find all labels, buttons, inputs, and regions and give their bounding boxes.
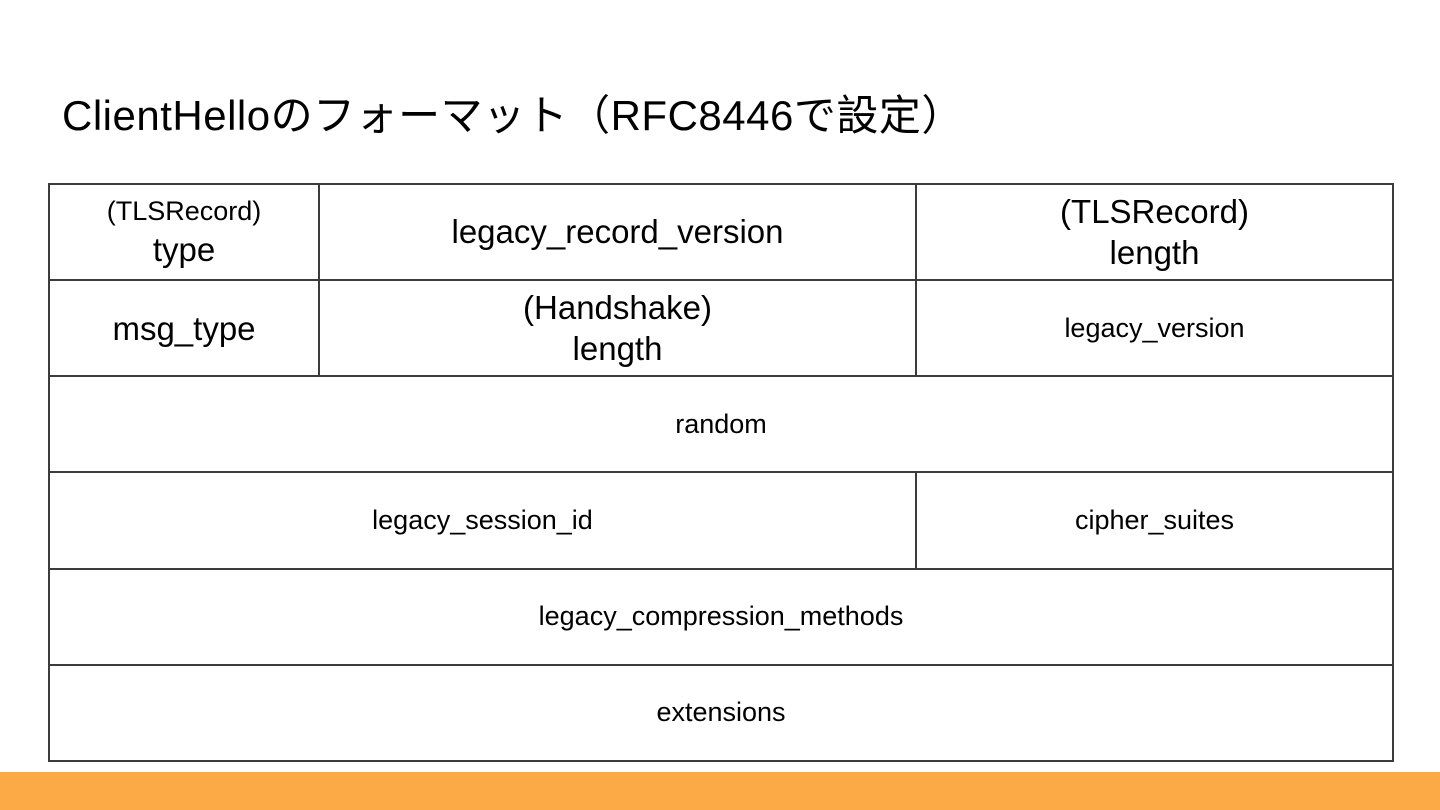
cell-extensions: extensions xyxy=(48,663,1394,763)
cell-legacy-session-id: legacy_session_id xyxy=(48,471,917,570)
cell-tlsrecord-length: (TLSRecord) length xyxy=(915,182,1394,282)
cell-legacy-version: legacy_version xyxy=(915,279,1394,378)
cell-tlsrecord-type: (TLSRecord) type xyxy=(48,182,320,282)
cell-line: length xyxy=(1109,234,1200,272)
table-row-3: random xyxy=(48,375,1394,474)
table-row-2: msg_type (Handshake) length legacy_versi… xyxy=(48,279,1394,378)
cell-line: length xyxy=(572,330,663,368)
cell-handshake-length: (Handshake) length xyxy=(318,279,917,378)
cell-line: (TLSRecord) xyxy=(106,195,262,226)
table-row-1: (TLSRecord) type legacy_record_version (… xyxy=(48,182,1394,282)
cell-random: random xyxy=(48,375,1394,474)
slide-title: ClientHelloのフォーマット（RFC8446で設定） xyxy=(62,92,964,139)
accent-bar xyxy=(0,772,1440,810)
cell-legacy-record-version: legacy_record_version xyxy=(318,182,917,282)
cell-line: type xyxy=(152,231,216,268)
table-row-4: legacy_session_id cipher_suites xyxy=(48,471,1394,570)
cell-line: (TLSRecord) xyxy=(1060,192,1249,230)
cell-cipher-suites: cipher_suites xyxy=(915,471,1394,570)
cell-msg-type: msg_type xyxy=(48,279,320,378)
clienthello-format-table: (TLSRecord) type legacy_record_version (… xyxy=(48,182,1394,763)
cell-line: (Handshake) xyxy=(523,288,712,326)
table-row-6: extensions xyxy=(48,663,1394,763)
table-row-5: legacy_compression_methods xyxy=(48,567,1394,666)
cell-legacy-compression-methods: legacy_compression_methods xyxy=(48,567,1394,666)
